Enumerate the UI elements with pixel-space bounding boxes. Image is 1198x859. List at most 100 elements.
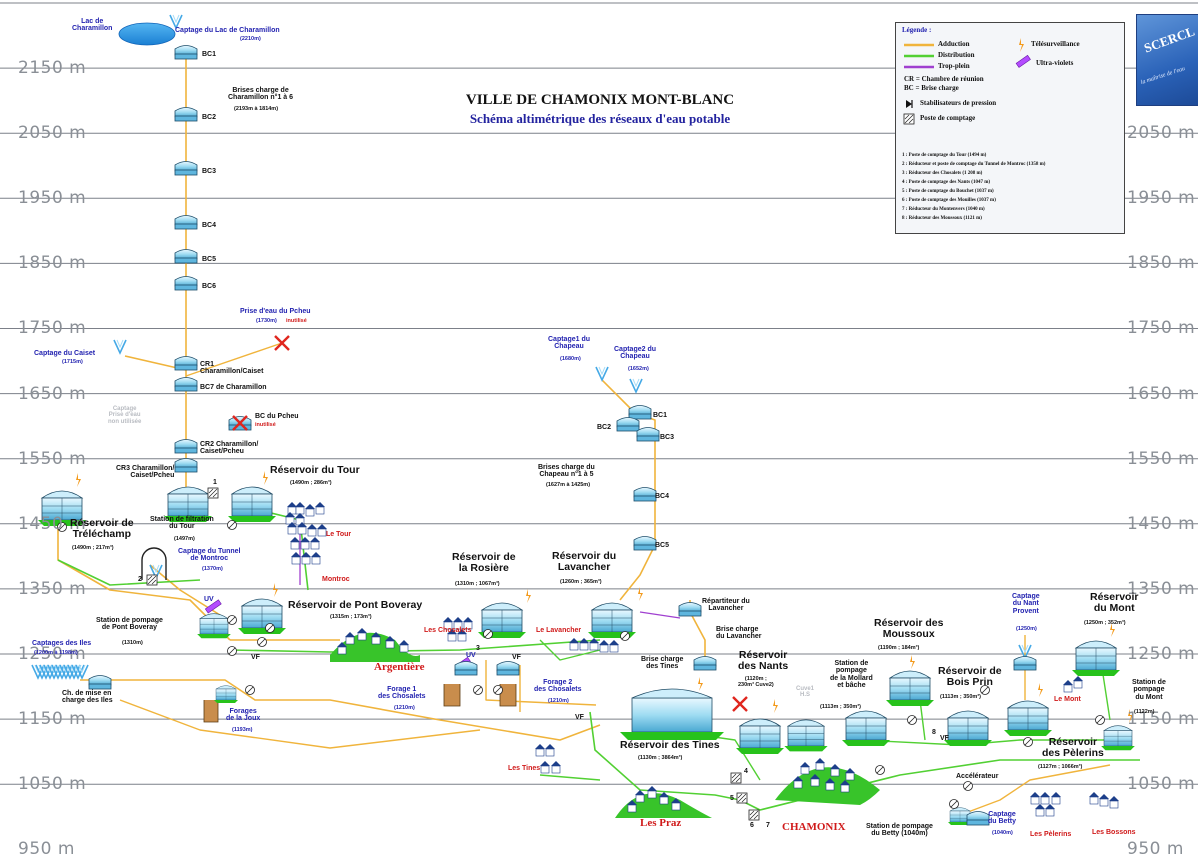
bc1-chapeau-label: BC1 <box>653 412 668 419</box>
diagram-title: VILLE DE CHAMONIX MONT-BLANC <box>465 92 735 108</box>
captage-tunnel-label: Captage du Tunnel de Montroc <box>178 548 241 563</box>
house-icon <box>1072 675 1084 689</box>
legend-abbrev-bc: BC = Brise charge <box>904 84 959 92</box>
captage-tunnel-alt: (1370m) <box>202 566 223 572</box>
res-tour-tank <box>227 486 277 523</box>
les-tines-label: Les Tines <box>508 765 541 772</box>
legend-abbrev-cr: CR = Chambre de réunion <box>904 75 984 83</box>
res-boisprin-alt: (1113m ; 350m³) <box>940 694 981 700</box>
house-icon <box>356 627 368 641</box>
altitude-label: 2050 m <box>18 123 87 144</box>
captage-caiset-alt: (1715m) <box>62 359 83 365</box>
telesurveillance-icon <box>698 677 703 691</box>
forage2-tank <box>496 661 520 676</box>
legend-telesurveillance: Télésurveillance <box>1031 40 1080 48</box>
distribution-argentiere <box>229 639 601 653</box>
tunnel-montroc-icon <box>141 547 167 580</box>
gauge-icon <box>875 765 885 775</box>
accelerateur-label: Accélérateur <box>956 773 999 780</box>
gauge-icon <box>227 520 237 530</box>
forage2-icon <box>499 684 517 707</box>
les-bossons-label: Les Bossons <box>1092 829 1136 836</box>
res-nants-label: Réservoir des Nants <box>738 649 789 673</box>
legend-note: 3 : Réducteur des Chosalets (1 208 m) <box>902 171 983 176</box>
res-pelerins-tank <box>1003 700 1053 737</box>
res-pelerins-label: Réservoir des Pèlerins <box>1042 736 1104 760</box>
captage1-chapeau-alt: (1680m) <box>560 356 581 362</box>
res-boisprin-label: Réservoir de Bois Prin <box>938 665 1002 689</box>
adduction-forage1 <box>485 660 597 706</box>
station-filtration-alt: (1497m) <box>174 536 195 542</box>
comptage-3-label: 3 <box>476 645 480 652</box>
legend-poste: Poste de comptage <box>920 114 976 122</box>
res-boisprin-tank <box>943 710 993 747</box>
house-icon <box>300 551 312 565</box>
gauge-icon <box>963 781 973 791</box>
bc5-label: BC5 <box>202 256 217 263</box>
forage1-icon <box>443 684 461 707</box>
legend-ultraviolets: Ultra-violets <box>1036 59 1074 67</box>
altitude-label: 1250 m <box>18 643 87 664</box>
legend-note: 4 : Poste de comptage des Nants (1047 m) <box>902 180 991 185</box>
gauge-icon <box>493 685 503 695</box>
cuve1-tank <box>783 719 829 752</box>
res-rosiere-alt: (1310m ; 1067m³) <box>455 581 500 587</box>
bc-tines-label: Brise charge des Tines <box>641 656 684 671</box>
legend-stabilisateurs: Stabilisateurs de pression <box>920 99 997 107</box>
res-trelechamp-alt: (1490m ; 217m³) <box>72 545 114 551</box>
res-pontboveray-tank <box>237 598 287 635</box>
house-icon <box>646 785 658 799</box>
distribution-pelerins <box>859 739 1120 746</box>
brises-chapeau-alt: (1627m à 1425m) <box>546 482 591 488</box>
gauge-icon <box>227 646 237 656</box>
altitude-label-right: 1450 m <box>1127 513 1196 534</box>
house-icon <box>306 523 318 537</box>
comptage-4-icon <box>730 772 742 784</box>
vf-2-label: VF <box>512 654 521 661</box>
brises-charamillon-alt: (2193m à 1814m) <box>234 106 279 112</box>
telesurveillance-icon <box>76 473 81 487</box>
house-icon <box>634 789 646 803</box>
bc7-tank <box>174 377 198 392</box>
comptage-6-icon <box>748 809 760 821</box>
bc1-chapeau-tank <box>628 405 652 420</box>
les-praz-label: Les Praz <box>640 817 682 829</box>
house-icon <box>568 637 580 651</box>
logo-text: SCERCL <box>1141 23 1197 56</box>
comptage-5-icon <box>736 792 748 804</box>
cr2-tank <box>174 439 198 454</box>
comptage-7-label: 7 <box>766 822 770 829</box>
station-mollard-label: Station de pompage de la Mollard et bâch… <box>830 660 873 690</box>
altitude-label: 2150 m <box>18 58 87 78</box>
cr2-label: CR2 Charamillon/ Caiset/Pcheu <box>200 441 259 456</box>
house-icon <box>539 760 551 774</box>
comptage-2-icon <box>146 574 158 586</box>
gauge-icon <box>473 685 483 695</box>
res-lavancher-tank <box>587 602 637 639</box>
captage-betty-alt: (1040m) <box>992 830 1013 836</box>
legend-note: 6 : Poste de comptage des Mouilles (1037… <box>902 198 996 203</box>
gauge-icon <box>949 799 959 809</box>
altitude-label: 950 m <box>18 839 75 859</box>
captage-nant-alt: (1250m) <box>1016 626 1037 632</box>
legend-uv-icon <box>1015 54 1031 68</box>
res-tour-label: Réservoir du Tour <box>270 464 360 476</box>
logo-tagline: la maîtrise de l'eau <box>1140 66 1186 86</box>
house-icon <box>829 763 841 777</box>
res-pontboveray-label: Réservoir de Pont Boveray <box>288 599 423 611</box>
bc5-tank <box>174 249 198 264</box>
montroc-label: Montroc <box>322 576 350 583</box>
ch-mise-charge-label: Ch. de mise en charge des Iles <box>62 690 113 705</box>
distribution-moussoux <box>919 699 926 741</box>
forage2-alt: (1210m) <box>548 698 569 704</box>
house-icon <box>799 761 811 775</box>
bc3-tank <box>174 161 198 176</box>
house-icon <box>309 536 321 550</box>
comptage-2-label: 2 <box>138 576 142 583</box>
res-tines-dome <box>631 688 713 699</box>
captage1-chapeau-label: Captage1 du Chapeau <box>548 336 591 351</box>
telesurveillance-icon <box>526 589 531 603</box>
legend-box: Légende : Adduction Distribution Trop-pl… <box>895 22 1125 234</box>
captage-caiset-label: Captage du Caiset <box>34 350 96 357</box>
